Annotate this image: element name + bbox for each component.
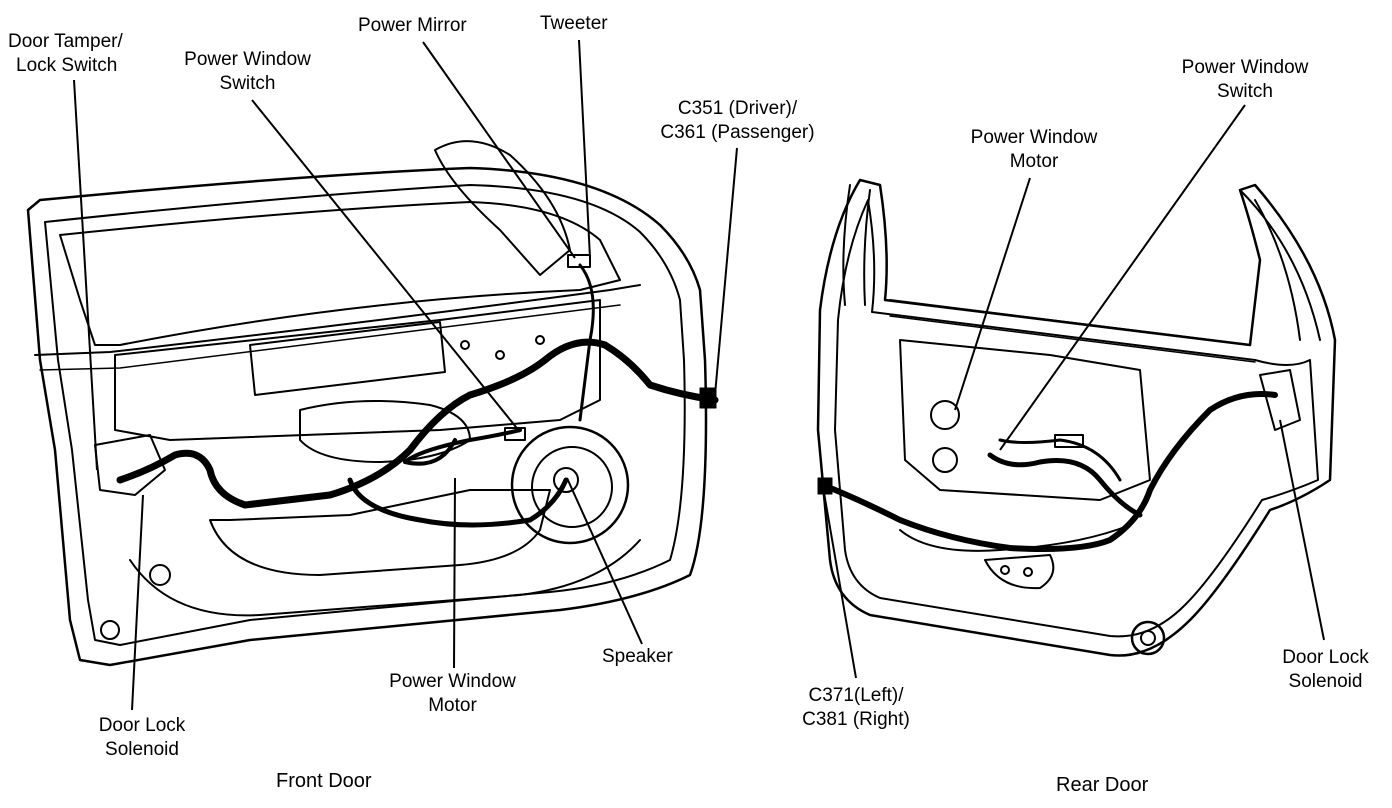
- front-hole: [495, 350, 505, 360]
- rear-hole: [1140, 630, 1156, 646]
- label-front-power-window-switch: Power Window Switch: [170, 48, 325, 96]
- rear-switch-block: [1054, 434, 1084, 448]
- leader-lines: [73, 39, 1325, 711]
- rear-latch: [1259, 369, 1301, 431]
- front-wiring-harness: [116, 338, 719, 509]
- rear-lower-cutout: [899, 524, 1131, 552]
- rear-wiring-harness: [825, 391, 1278, 552]
- label-line: Power Window: [1181, 57, 1309, 78]
- leader-rear-connector: [822, 486, 857, 679]
- label-speaker: Speaker: [602, 645, 673, 669]
- label-line: Solenoid: [105, 739, 179, 760]
- label-line: Motor: [1009, 151, 1059, 172]
- rear-hole: [1023, 567, 1033, 577]
- leader-front-window-switch: [251, 99, 521, 433]
- label-line: Door Lock: [1282, 647, 1369, 668]
- caption-front-door: Front Door: [276, 770, 372, 792]
- rear-door-inner-frame: [834, 199, 1319, 638]
- front-speaker-cone: [553, 467, 579, 493]
- label-line: C361 (Passenger): [660, 122, 815, 143]
- front-window-opening: [59, 201, 621, 346]
- label-line: Tweeter: [540, 13, 608, 34]
- label-line: Power Window: [389, 671, 516, 692]
- front-door-illustration: [26, 140, 719, 667]
- label-line: Switch: [219, 73, 276, 94]
- front-hole: [100, 620, 120, 640]
- leader-tweeter: [578, 39, 591, 259]
- front-speaker-outer: [510, 425, 630, 545]
- rear-door-outer-frame: [816, 178, 1337, 657]
- front-door-outer-frame: [26, 166, 708, 667]
- front-belt-line: [34, 284, 641, 356]
- front-door-inner-frame: [44, 184, 686, 646]
- front-hole: [149, 564, 171, 586]
- leader-rear-door-lock: [1279, 419, 1325, 641]
- leader-front-connector: [714, 147, 738, 396]
- label-line: Motor: [428, 695, 477, 716]
- front-hole: [535, 335, 545, 345]
- rear-belt-line-2: [889, 315, 1256, 363]
- rear-wiring-branch: [987, 452, 1143, 518]
- label-tweeter: Tweeter: [540, 12, 608, 36]
- label-line: Speaker: [602, 646, 673, 667]
- label-line: Lock Switch: [16, 55, 118, 76]
- front-hole: [460, 340, 470, 350]
- leader-rear-window-motor: [954, 177, 1031, 411]
- front-connector-block: [699, 387, 717, 409]
- rear-pillar-front: [842, 184, 871, 306]
- rear-motor-disc-2: [932, 447, 958, 473]
- label-rear-door-lock-solenoid: Door Lock Solenoid: [1268, 646, 1383, 694]
- rear-motor-disc: [930, 400, 960, 430]
- label-front-power-window-motor: Power Window Motor: [375, 670, 530, 718]
- rear-connector-block: [817, 477, 833, 495]
- front-wiring-branch: [347, 477, 569, 528]
- leader-speaker: [566, 477, 643, 645]
- front-tweeter-wire: [578, 263, 595, 422]
- label-line: Power Window: [970, 127, 1098, 148]
- front-bottom-curve: [129, 539, 641, 617]
- label-line: Solenoid: [1288, 671, 1363, 692]
- rear-belt-line: [889, 299, 1251, 346]
- front-wiring-branch-2: [403, 428, 522, 466]
- rear-hole: [1000, 565, 1010, 575]
- label-line: Door Lock: [98, 715, 186, 736]
- label-line: C351 (Driver)/: [677, 98, 798, 119]
- label-line: Power Window: [184, 49, 311, 70]
- front-latch: [94, 434, 166, 496]
- leader-power-mirror: [422, 41, 576, 259]
- front-lower-cutout: [209, 489, 551, 576]
- leader-front-door-lock: [131, 494, 144, 711]
- label-rear-power-window-switch: Power Window Switch: [1166, 56, 1324, 104]
- rear-regulator-panel: [899, 339, 1151, 501]
- front-regulator-panel: [114, 299, 601, 441]
- front-tweeter-block: [567, 254, 591, 268]
- label-rear-power-window-motor: Power Window Motor: [955, 126, 1113, 174]
- label-rear-connector: C371(Left)/ C381 (Right): [786, 684, 926, 732]
- leader-rear-window-switch: [999, 104, 1246, 451]
- caption-rear-door: Rear Door: [1056, 774, 1149, 796]
- label-line: C381 (Right): [802, 709, 910, 730]
- front-regulator-strip: [249, 321, 446, 396]
- rear-lower-tab: [984, 554, 1055, 590]
- rear-door-illustration: [816, 178, 1337, 657]
- front-switch-block: [504, 427, 526, 441]
- label-front-door-lock-solenoid: Door Lock Solenoid: [82, 714, 202, 762]
- label-line: Power Mirror: [358, 15, 467, 36]
- label-door-tamper-lock-switch: Door Tamper/ Lock Switch: [8, 30, 123, 78]
- leader-front-window-motor: [453, 477, 456, 669]
- label-line: C371(Left)/: [808, 685, 904, 706]
- front-speaker-inner: [531, 446, 613, 528]
- label-line: Door Tamper/: [8, 31, 123, 52]
- label-power-mirror: Power Mirror: [358, 14, 467, 38]
- front-belt-line-2: [39, 304, 621, 371]
- rear-hole: [1130, 620, 1166, 656]
- rear-wiring-branch-2: [998, 438, 1122, 482]
- front-mirror-sail: [434, 140, 571, 276]
- rear-pillar: [1239, 189, 1321, 341]
- leader-door-tamper: [73, 79, 98, 471]
- label-line: Switch: [1217, 81, 1273, 102]
- label-front-connector: C351 (Driver)/ C361 (Passenger): [650, 97, 825, 145]
